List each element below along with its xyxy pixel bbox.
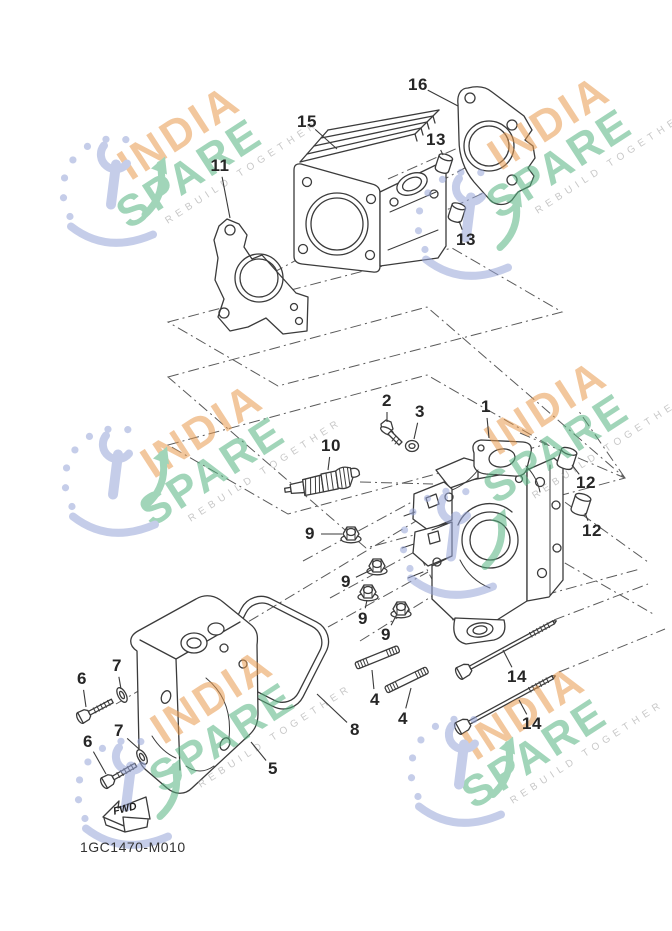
callout-label-8: 8 [350,720,360,739]
flange-nuts-drawing [340,526,412,619]
callout-label-16: 16 [408,75,428,94]
callout-label-10: 10 [321,436,341,455]
callout-label-7: 7 [112,656,122,675]
washer-3-drawing [404,439,420,453]
studs-drawing [354,645,429,694]
cylinder-base-gasket-drawing [213,218,309,335]
callout-label-1: 1 [481,397,491,416]
cooling-fins [299,109,440,163]
bolt-2-drawing [380,419,403,446]
callout-label-3: 3 [415,402,425,421]
head-cover-drawing [130,595,259,794]
callout-label-15: 15 [297,112,317,131]
callout-label-5: 5 [268,759,278,778]
callout-label-9: 9 [341,572,351,591]
callout-label-12: 12 [576,473,596,492]
drawing-code: 1GC1470-M010 [80,839,186,855]
callout-label-6: 6 [83,732,93,751]
callout-label-4: 4 [398,709,408,728]
cylinder-drawing [293,109,447,273]
callout-label-13: 13 [456,230,476,249]
callout-label-14: 14 [522,714,542,733]
spark-plug-drawing [283,466,361,497]
callout-label-6: 6 [77,669,87,688]
callout-label-7: 7 [114,721,124,740]
dowel-pin-13b-drawing [447,202,467,223]
callout-label-13: 13 [426,130,446,149]
callout-label-11: 11 [210,156,230,175]
callout-label-9: 9 [305,524,315,543]
cylinder-head-drawing [401,439,564,645]
callout-label-14: 14 [507,667,527,686]
callout-label-2: 2 [382,391,392,410]
dowel-pin-13a-drawing [434,153,454,174]
head-gasket-drawing [457,86,536,206]
callout-label-4: 4 [370,690,380,709]
dowel-pin-12b-drawing [570,492,592,517]
callout-label-9: 9 [358,609,368,628]
callout-label-12: 12 [582,521,602,540]
callout-label-9: 9 [381,625,391,644]
